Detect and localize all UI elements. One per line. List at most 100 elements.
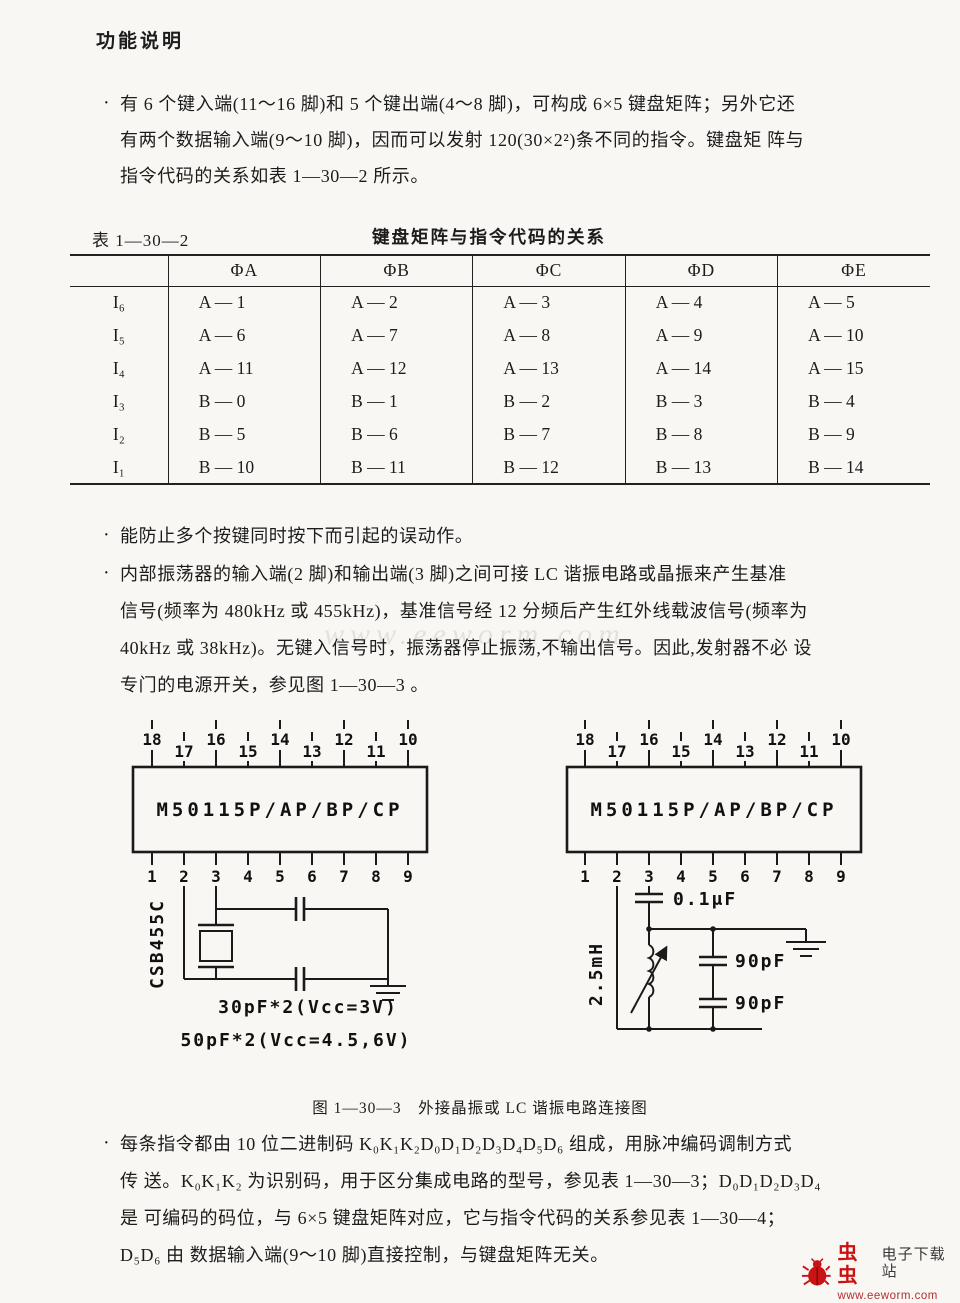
top-pins-left: 18 17 16 15 14 13 12 11 10 [142, 720, 418, 767]
table-number-label: 表 1—30—2 [92, 231, 190, 250]
row-label: I₄ [112, 358, 125, 378]
table-cell: B — 1 [320, 385, 473, 418]
text-line: 信号(频率为 480kHz 或 455kHz)，基准信号经 12 分频后产生红外… [120, 601, 808, 621]
capacitor-value-label: 0.1μF [673, 889, 737, 910]
variable-inductor-icon [630, 929, 668, 1029]
pin-number: 16 [206, 730, 225, 749]
bullet-marker: · [103, 1132, 110, 1154]
text-line: 每条指令都由 10 位二进制码 K₀K₁K₂D₀D₁D₂D₃D₄D₅D₆ 组成，… [120, 1134, 793, 1154]
lc-network [616, 886, 826, 1032]
table-cell: B — 12 [472, 451, 626, 484]
pin-number: 9 [836, 867, 846, 886]
pin-number: 11 [366, 742, 385, 761]
pin-number: 4 [676, 867, 686, 886]
table-cell: B — 7 [472, 418, 626, 451]
text-line: 有两个数据输入端(9～10 脚)，因而可以发射 120(30×2²)条不同的指令… [120, 130, 805, 150]
ceramic-resonator-icon [198, 909, 234, 979]
pin-number: 13 [735, 742, 754, 761]
chip-label: M50115P/AP/BP/CP [590, 799, 837, 821]
watermark: www.eeworm.com [324, 618, 626, 651]
pin-number: 2 [179, 867, 189, 886]
table-cell: A — 5 [777, 286, 930, 319]
table-cell: B — 8 [624, 418, 778, 451]
pin-number: 14 [270, 730, 289, 749]
pin-number: 3 [644, 867, 654, 886]
table-cell: A — 7 [320, 319, 473, 352]
capacitor-value-label: 90pF [735, 993, 786, 1014]
corner-cell [70, 255, 169, 287]
pin-number: 11 [799, 742, 818, 761]
pin-number: 1 [147, 867, 157, 886]
table-cell: A — 14 [624, 352, 778, 385]
table-title: 键盘矩阵与指令代码的关系 [372, 227, 606, 247]
paragraph-instruction-code: · 每条指令都由 10 位二进制码 K₀K₁K₂D₀D₁D₂D₃D₄D₅D₆ 组… [103, 1126, 936, 1274]
text-line: 专门的电源开关，参见图 1—30—3 。 [120, 675, 429, 695]
paragraph-keyboard-matrix: · 有 6 个键入端(11～16 脚)和 5 个键出端(4～8 脚)，可构成 6… [103, 86, 936, 194]
pin-number: 6 [740, 867, 750, 886]
logo-url: www.eeworm.com [837, 1290, 938, 1302]
pin-number: 8 [804, 867, 814, 886]
table-row: I₄ A — 11 A — 12 A — 13 A — 14 A — 15 [70, 352, 930, 385]
pin-number: 12 [334, 730, 353, 749]
pin-number: 13 [302, 742, 321, 761]
pin-number: 4 [243, 867, 253, 886]
table-cell: A — 13 [472, 352, 626, 385]
table-cell: A — 12 [320, 352, 473, 385]
paragraph-antighost: · 能防止多个按键同时按下而引起的误动作。 [103, 518, 936, 554]
pin-number: 5 [708, 867, 718, 886]
paragraph-oscillator: · 内部振荡器的输入端(2 脚)和输出端(3 脚)之间可接 LC 谐振电路或晶振… [103, 556, 936, 704]
pin-number: 15 [671, 742, 690, 761]
left-circuit: M50115P/AP/BP/CP 18 17 16 15 14 13 12 11… [131, 720, 429, 1051]
keyboard-matrix-table: ΦA ΦB ΦC ΦD ΦE I₆ A — 1 A — 2 A — 3 A — … [70, 254, 930, 485]
row-label: I₁ [112, 456, 125, 477]
text-line: 传 送。K₀K₁K₂ 为识别码，用于区分集成电路的型号，参见表 1—30—3；D… [120, 1171, 822, 1191]
table-cell: B — 0 [167, 385, 321, 418]
capacitor-icon [294, 897, 306, 921]
resonator-label: CSB455C [147, 899, 168, 989]
table-cell: A — 10 [777, 319, 930, 352]
bottom-pins-right: 1 2 3 4 5 6 7 8 9 [580, 852, 846, 886]
table-cell: B — 13 [624, 451, 778, 484]
row-label: I₅ [112, 325, 125, 345]
table-cell: A — 11 [167, 352, 321, 385]
table-cell: A — 1 [167, 286, 321, 319]
site-logo: 虫虫 电子下载站 www.eeworm.com [800, 1242, 958, 1303]
pin-number: 7 [339, 867, 349, 886]
inductor-value-label: 2.5mH [586, 942, 607, 1006]
table-cell: A — 4 [624, 286, 778, 319]
pin-number: 12 [767, 730, 786, 749]
table-cell: B — 10 [167, 451, 321, 484]
chip-label: M50115P/AP/BP/CP [156, 799, 403, 821]
table-cell: B — 2 [472, 385, 626, 418]
top-pins-right: 18 17 16 15 14 13 12 11 10 [575, 720, 851, 767]
ground-icon [370, 979, 406, 1001]
pin-number: 2 [612, 867, 622, 886]
bullet-marker: · [103, 524, 110, 546]
text-line: D₅D₆ 由 数据输入端(9～10 脚)直接控制，与键盘矩阵无关。 [120, 1245, 609, 1265]
table-row: I₆ A — 1 A — 2 A — 3 A — 4 A — 5 [70, 286, 930, 319]
right-circuit: M50115P/AP/BP/CP 18 17 16 15 14 13 12 11… [565, 720, 863, 1032]
table-row: I₁ B — 10 B — 11 B — 12 B — 13 B — 14 [70, 451, 930, 484]
text-line: 内部振荡器的输入端(2 脚)和输出端(3 脚)之间可接 LC 谐振电路或晶振来产… [120, 564, 787, 584]
pin-number: 9 [403, 867, 413, 886]
bug-icon [801, 1257, 831, 1286]
text-line: 40kHz 或 38kHz)。无键入信号时，振荡器停止振荡,不输出信号。因此,发… [120, 638, 813, 658]
pin-number: 17 [607, 742, 626, 761]
text-line: 是 可编码的码位，与 6×5 键盘矩阵对应，它与指令代码的关系参见表 1—30—… [120, 1208, 786, 1228]
text-line: 能防止多个按键同时按下而引起的误动作。 [120, 526, 474, 546]
capacitor-icon [294, 967, 306, 991]
table-cell: B — 11 [320, 451, 473, 484]
logo-name-red: 虫虫 [837, 1242, 859, 1287]
table-cell: A — 6 [167, 319, 321, 352]
bullet-marker: · [103, 562, 110, 584]
pin-number: 18 [142, 730, 161, 749]
table-cell: B — 9 [777, 418, 930, 451]
figure-circuit-diagram: M50115P/AP/BP/CP 18 17 16 15 14 13 12 11… [131, 720, 863, 1051]
pin-number: 5 [275, 867, 285, 886]
pin-number: 7 [772, 867, 782, 886]
table-header-row: ΦA ΦB ΦC ΦD ΦE [70, 255, 930, 287]
pin-number: 15 [238, 742, 257, 761]
column-header: ΦB [320, 255, 473, 287]
pin-number: 10 [398, 730, 417, 749]
